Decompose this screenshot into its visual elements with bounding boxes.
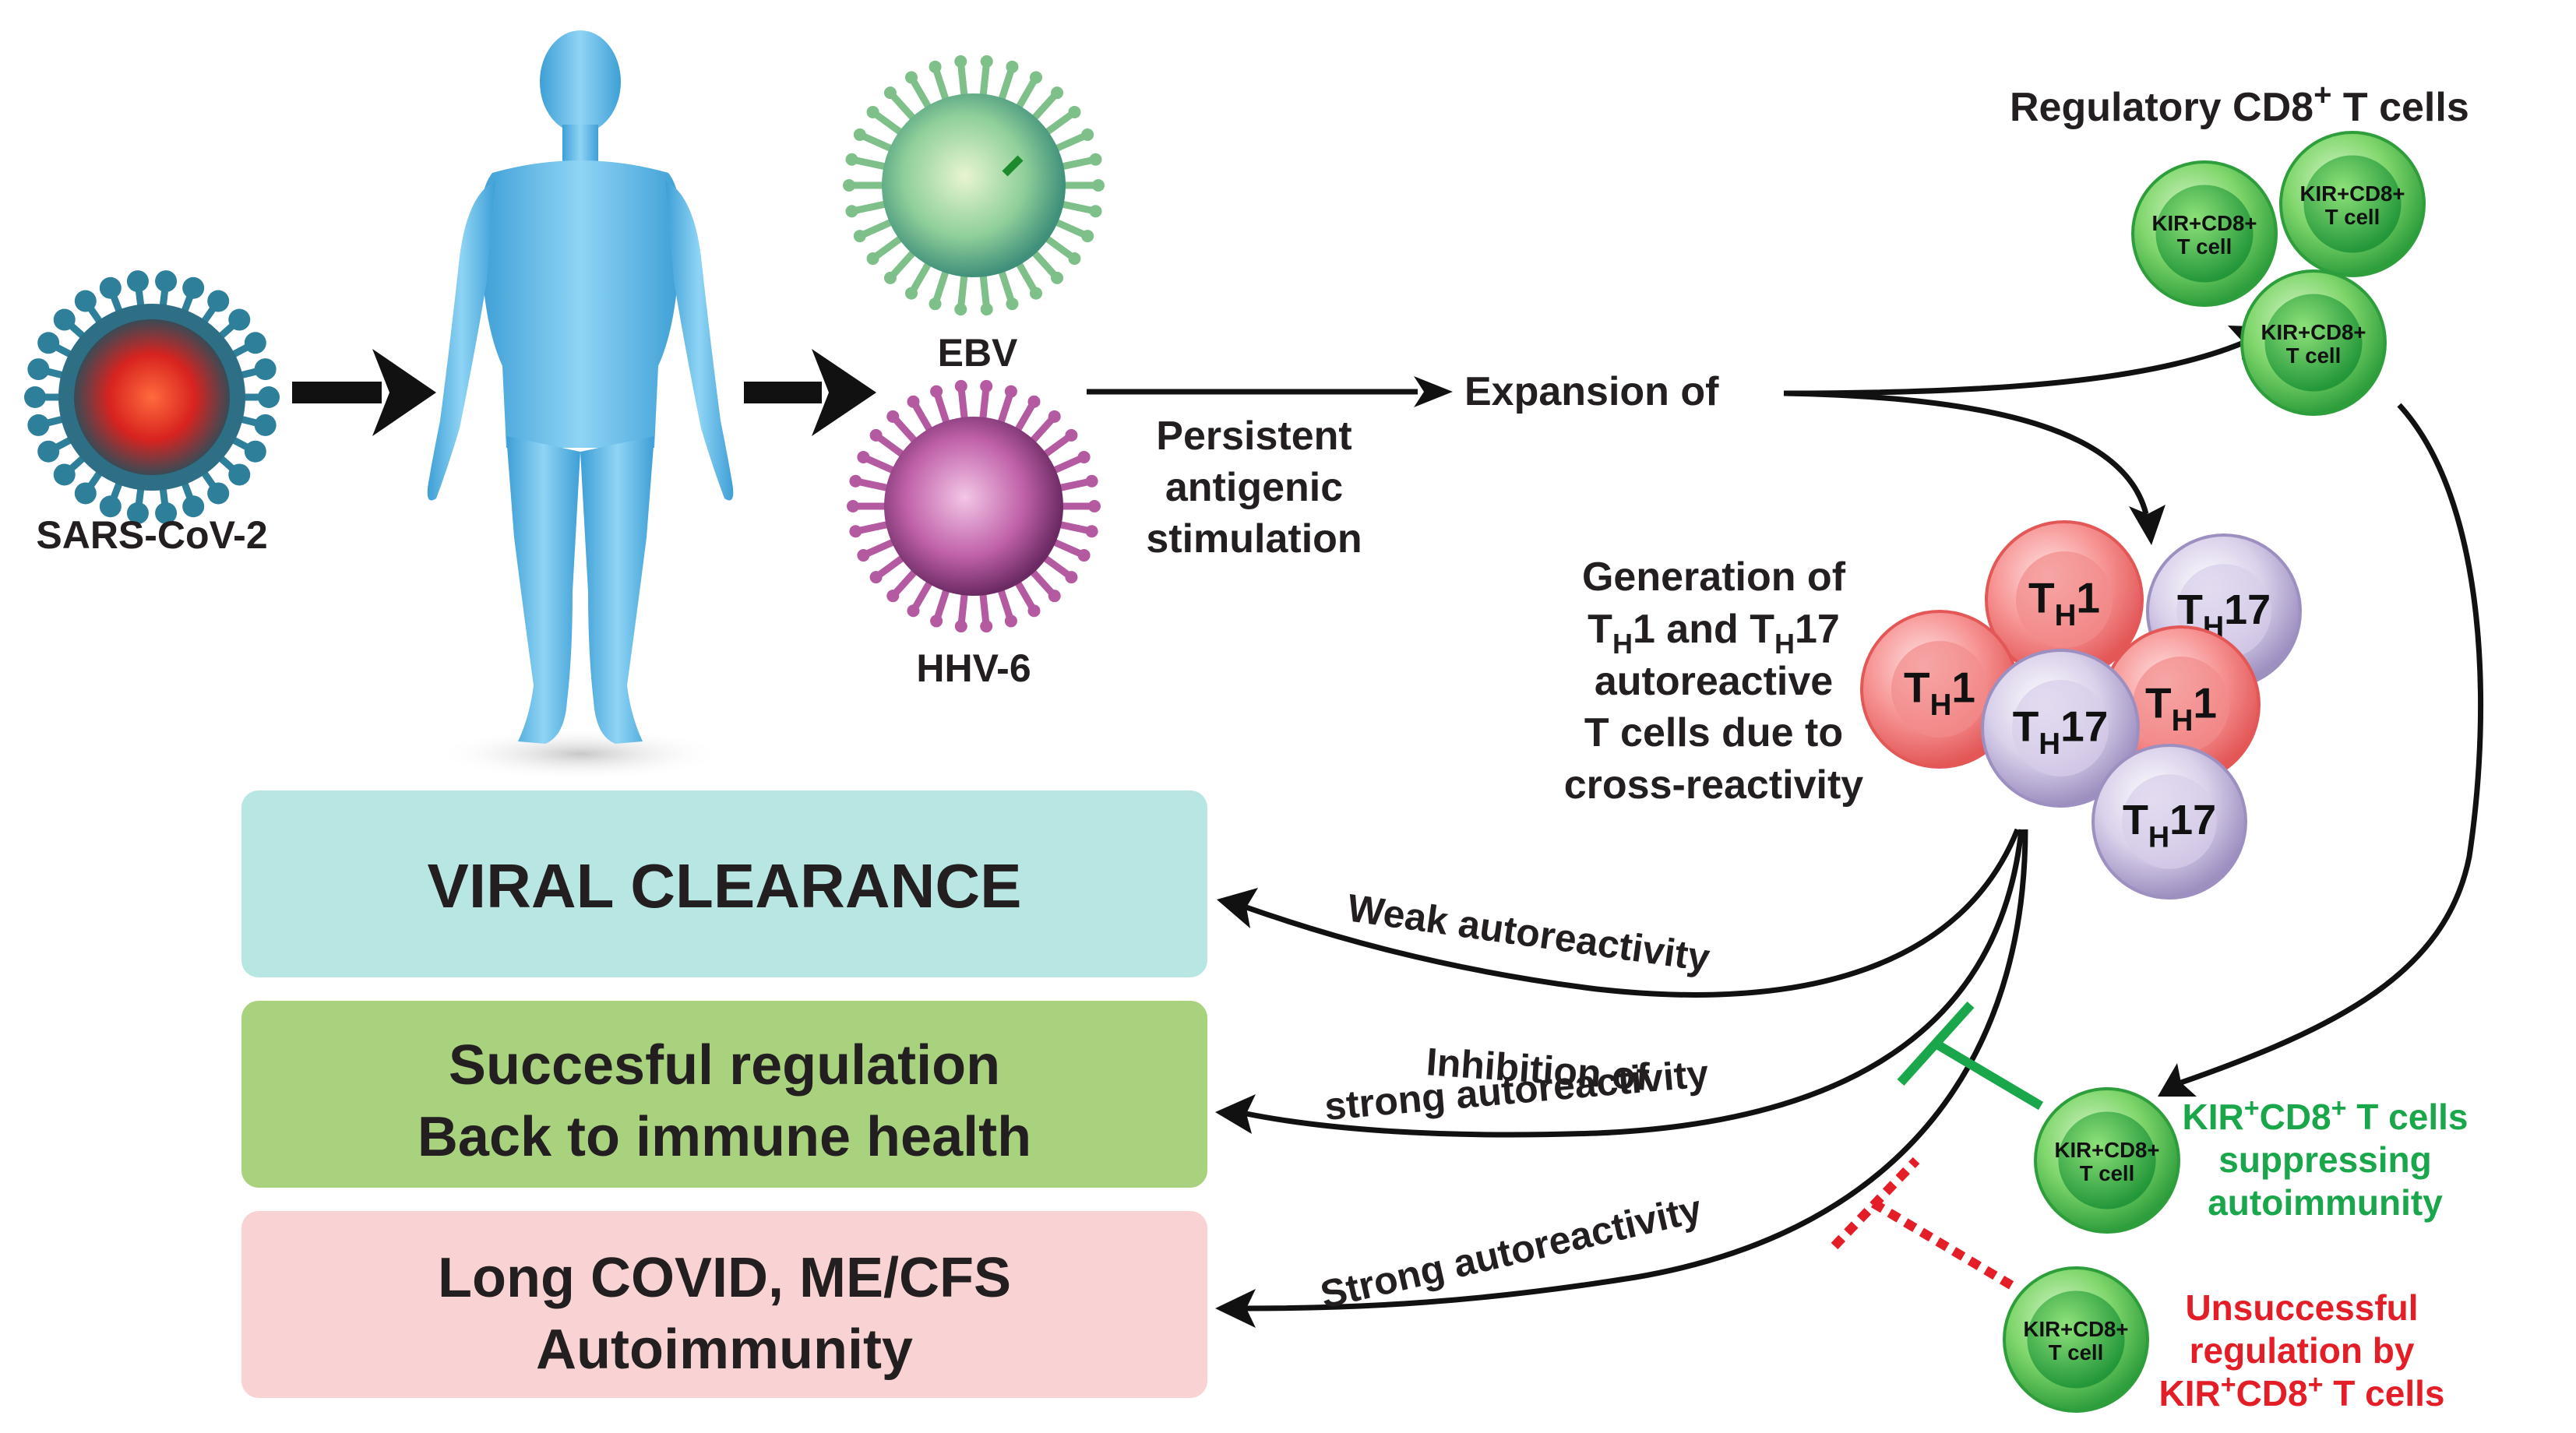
kir-cd8-t-cell: KIR+CD8+T cell (2003, 1266, 2149, 1413)
generation-line-2: TH1 and TH17 (1588, 607, 1840, 660)
inhibition-bar (1897, 1001, 2044, 1111)
kir-cell-label-1: KIR+CD8+ (2261, 320, 2366, 344)
th17-cell: TH17 (2091, 744, 2247, 900)
longcovid-line-1: Long COVID, ME/CFS (438, 1247, 1011, 1309)
persistent-stimulation-label: Persistent antigenic stimulation (1146, 414, 1362, 562)
weak-autoreactivity-label: Weak autoreactivity (1344, 886, 1712, 980)
unsuccessful-line-3: KIR+CD8+ T cells (2159, 1370, 2445, 1414)
human-body-icon (427, 30, 734, 780)
hhv6-virus-icon (847, 379, 1101, 633)
kir-cell-label-2: T cell (2325, 205, 2380, 229)
arrowhead-strong (1215, 1289, 1256, 1328)
kir-cell-label-2: T cell (2049, 1340, 2104, 1364)
kir-cd8-t-cell: KIR+CD8+T cell (2240, 269, 2387, 416)
arrow-inhibition (1246, 829, 2025, 1138)
svg-text:TH1: TH1 (2145, 679, 2217, 738)
arrow-to-expansion (1087, 376, 1453, 407)
svg-text:TH17: TH17 (2013, 702, 2109, 762)
arrowhead-th-cells (2129, 505, 2165, 545)
failed-inhibition-bar (1831, 1157, 2021, 1294)
unsuccessful-line-1: Unsuccessful (2185, 1287, 2418, 1328)
th1-cell: TH1 (2102, 625, 2261, 784)
viral-clearance-text: VIRAL CLEARANCE (427, 851, 1021, 921)
persistent-line-1: Persistent (1156, 414, 1351, 459)
generation-line-4: T cells due to (1584, 710, 1843, 755)
success-line-1: Succesful regulation (449, 1034, 1000, 1097)
kir-cd8-t-cell: KIR+CD8+T cell (2131, 160, 2278, 307)
suppressing-line-3: autoimmunity (2208, 1182, 2443, 1223)
kir-cd8-t-cell: KIR+CD8+T cell (2279, 131, 2426, 277)
ebv-label: EBV (938, 331, 1018, 375)
arrow-strong (1246, 829, 2028, 1312)
kir-cell-label-2: T cell (2177, 234, 2232, 259)
kir-cell-label-1: KIR+CD8+ (2055, 1138, 2160, 1162)
generation-line-3: autoreactive (1595, 659, 1833, 704)
long-covid-box: Long COVID, ME/CFS Autoimmunity (241, 1211, 1207, 1398)
suppressing-label: KIR+CD8+ T cells suppressing autoimmunit… (2183, 1093, 2469, 1223)
strong-autoreactivity-label: Strong autoreactivity (1316, 1187, 1706, 1317)
generation-line-5: cross-reactivity (1564, 762, 1864, 808)
kir-cell-label-2: T cell (2286, 343, 2342, 368)
persistent-line-3: stimulation (1146, 516, 1362, 562)
kir-cd8-t-cell: KIR+CD8+T cell (2034, 1087, 2180, 1234)
arrow-body-to-viruses (744, 349, 876, 436)
unsuccessful-line-2: regulation by (2190, 1330, 2415, 1371)
expansion-label: Expansion of (1464, 369, 1719, 414)
sars-cov-2-label: SARS-CoV-2 (36, 513, 267, 557)
th1-cell: TH1 (1985, 520, 2144, 679)
arrow-weak (1245, 828, 2021, 998)
sars-cov-2-virus-icon (24, 270, 280, 524)
arrow-expansion-to-th-cells (1783, 390, 2149, 515)
generation-label: Generation of TH1 and TH17 autoreactive … (1564, 555, 1864, 808)
svg-text:TH17: TH17 (2123, 797, 2216, 853)
hhv6-label: HHV-6 (916, 646, 1031, 690)
kir-cell-label-2: T cell (2080, 1161, 2135, 1185)
svg-text:TH1: TH1 (2028, 574, 2100, 633)
longcovid-line-2: Autoimmunity (536, 1319, 913, 1381)
arrowhead-weak (1217, 888, 1258, 928)
successful-regulation-box: Succesful regulation Back to immune heal… (241, 1001, 1207, 1188)
generation-line-1: Generation of (1582, 555, 1846, 600)
regulatory-title: Regulatory CD8+ T cells (2010, 78, 2469, 130)
arrowhead-suppressing (2158, 1063, 2197, 1097)
th1-cell: TH1 (1860, 610, 2019, 769)
arrowhead-inhibition (1215, 1094, 1256, 1134)
suppressing-line-2: suppressing (2218, 1139, 2432, 1180)
viral-clearance-box: VIRAL CLEARANCE (241, 790, 1207, 977)
success-line-2: Back to immune health (418, 1106, 1031, 1168)
kir-cell-label-1: KIR+CD8+ (2300, 181, 2405, 206)
kir-cell-label-1: KIR+CD8+ (2024, 1317, 2129, 1341)
unsuccessful-label: Unsuccessful regulation by KIR+CD8+ T ce… (2159, 1287, 2445, 1414)
svg-text:TH1: TH1 (1904, 664, 1975, 723)
arrow-sars-to-body (292, 349, 436, 436)
suppressing-line-1: KIR+CD8+ T cells (2183, 1093, 2469, 1137)
outcome-arrows (1245, 828, 2028, 1312)
svg-text:TH17: TH17 (2177, 586, 2271, 643)
kir-cell-label-1: KIR+CD8+ (2152, 211, 2257, 235)
arrow-regulatory-to-suppressing (2180, 403, 2484, 1086)
ebv-virus-icon (843, 55, 1105, 316)
th17-cell: TH17 (1981, 649, 2140, 808)
arrow-expansion-to-regulatory (1783, 340, 2245, 396)
persistent-line-2: antigenic (1165, 465, 1343, 510)
